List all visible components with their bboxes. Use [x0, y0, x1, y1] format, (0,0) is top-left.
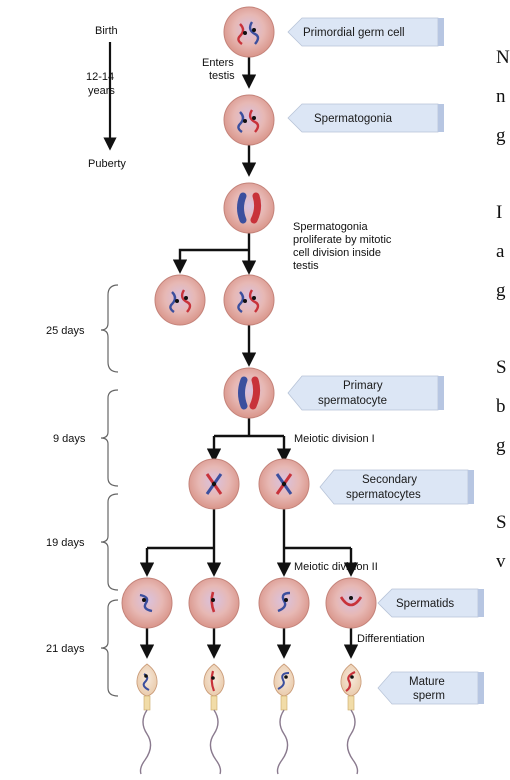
cell-spermatogonium-left	[154, 274, 206, 326]
tag-primordial-text: Primordial germ cell	[303, 27, 405, 39]
cell-primary-spermatocyte	[223, 367, 275, 419]
cell-secondary-spermatocyte-right	[258, 458, 310, 510]
brace-25-days	[100, 284, 119, 373]
sperm-2	[203, 663, 225, 775]
differentiation-label: Differentiation	[357, 633, 425, 645]
side-letter-4: I	[496, 202, 502, 223]
proliferate-line2: proliferate by mitotic	[293, 234, 392, 246]
proliferate-line4: testis	[293, 260, 319, 272]
tag-spermatogonia: Spermatogonia	[287, 103, 444, 133]
timeline-years-number: 12-14	[86, 71, 114, 83]
tag-mature-sperm: Mature sperm	[377, 671, 484, 705]
enters-testis-line2: testis	[209, 70, 235, 82]
tag-spermatogonia-text: Spermatogonia	[314, 113, 393, 125]
proliferate-line3: cell division inside	[293, 247, 381, 259]
tag-spermatids: Spermatids	[377, 588, 484, 618]
timeline-years-label: years	[88, 85, 115, 97]
duration-9-days: 9 days	[53, 433, 86, 445]
side-letter-10: S	[496, 512, 507, 533]
flow-arrows	[139, 57, 359, 659]
timeline-birth-label: Birth	[95, 25, 118, 37]
cell-spermatid-1	[121, 577, 173, 629]
tag-primordial-germ-cell: Primordial germ cell	[287, 17, 444, 47]
side-letter-5: a	[496, 241, 505, 262]
tag-secondary-line1: Secondary	[362, 474, 417, 486]
duration-braces	[100, 284, 119, 697]
cell-spermatid-2	[188, 577, 240, 629]
tag-secondary-line2: spermatocytes	[346, 489, 421, 501]
cropped-side-text: N n g I a g S b g S v	[496, 47, 510, 572]
timeline-puberty-label: Puberty	[88, 158, 126, 170]
enters-testis-line1: Enters	[202, 57, 234, 69]
side-letter-3: g	[496, 125, 506, 146]
tag-primary-spermatocyte: Primary spermatocyte	[287, 375, 444, 411]
arrow-mitotic-left	[172, 248, 249, 274]
brace-21-days	[100, 599, 119, 697]
cell-spermatid-3	[258, 577, 310, 629]
tag-secondary-spermatocytes: Secondary spermatocytes	[319, 469, 474, 505]
side-letter-11: v	[496, 551, 506, 572]
tag-mature-line2: sperm	[413, 690, 445, 702]
tag-spermatids-text: Spermatids	[396, 598, 454, 610]
side-letter-9: g	[496, 435, 506, 456]
duration-19-days: 19 days	[46, 537, 85, 549]
meiotic-division-2-label: Meiotic division II	[294, 561, 378, 573]
proliferate-line1: Spermatogonia	[293, 221, 368, 233]
tag-primary-line1: Primary	[343, 380, 383, 392]
cell-primordial-germ	[223, 6, 275, 58]
side-letter-6: g	[496, 280, 506, 301]
timeline: Birth 12-14 years Puberty	[86, 25, 126, 170]
meiotic-division-1-label: Meiotic division I	[294, 433, 375, 445]
cell-spermatogonium-right	[223, 274, 275, 326]
stage-tags: Primordial germ cell Spermatogonia Prima…	[287, 17, 484, 705]
sperm-1	[136, 663, 158, 775]
cell-spermatid-4	[325, 577, 377, 629]
tag-mature-line1: Mature	[409, 676, 445, 688]
brace-9-days	[100, 389, 119, 487]
side-letter-2: n	[496, 86, 506, 107]
sperm-4	[340, 663, 362, 775]
brace-19-days	[100, 493, 119, 591]
side-letter-1: N	[496, 47, 510, 68]
tag-primary-line2: spermatocyte	[318, 395, 387, 407]
duration-25-days: 25 days	[46, 325, 85, 337]
cell-dividing-spermatogonium	[223, 182, 275, 234]
side-letter-8: b	[496, 396, 506, 417]
duration-21-days: 21 days	[46, 643, 85, 655]
cell-secondary-spermatocyte-left	[188, 458, 240, 510]
sperm-3	[273, 663, 295, 775]
cell-spermatogonium	[223, 94, 275, 146]
side-letter-7: S	[496, 357, 507, 378]
